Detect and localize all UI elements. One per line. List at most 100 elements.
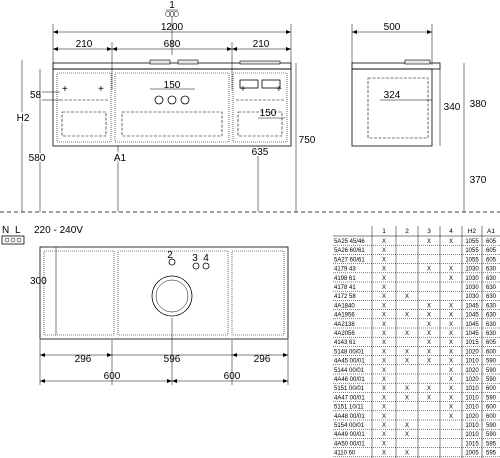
plan-mid <box>117 250 229 336</box>
dim-296-left: 296 <box>75 354 92 365</box>
basin-inner-icon <box>155 279 189 313</box>
table-cell: X <box>382 267 386 273</box>
table-cell: 1020 <box>465 414 479 420</box>
socket-icon <box>239 79 259 89</box>
dim-150-mid: 150 <box>164 80 181 91</box>
table-cell: 600 <box>486 386 497 392</box>
plan-outline <box>39 246 289 340</box>
dim-600-left: 600 <box>104 371 121 382</box>
table-header-cell: H2 <box>468 228 477 235</box>
table-cell: X <box>427 349 431 355</box>
table-cell: X <box>449 405 453 411</box>
table-cell: 5151 00/01 <box>334 386 365 392</box>
dim-324: 324 <box>384 90 401 101</box>
table-cell: X <box>382 441 386 447</box>
table-cell: 630 <box>486 313 497 319</box>
table-cell: X <box>405 423 409 429</box>
dim-58: 58 <box>30 90 42 101</box>
table-cell: 605 <box>486 239 497 245</box>
power-socket-icon <box>1 235 25 245</box>
table-cell: 4A49 00/01 <box>334 432 365 438</box>
table-cell: 1010 <box>465 405 479 411</box>
table-cell: X <box>382 405 386 411</box>
socket-icon <box>261 79 281 89</box>
table-cell: 1055 <box>465 248 479 254</box>
table-cell: X <box>449 349 453 355</box>
top-callout-group: 1 <box>165 0 179 55</box>
table-cell: X <box>405 331 409 337</box>
tap-symbol-icon <box>173 11 179 17</box>
table-cell: X <box>382 303 386 309</box>
table-cell: 1045 <box>465 322 479 328</box>
table-cell: 630 <box>486 276 497 282</box>
callout-2: 2 <box>167 250 173 261</box>
table-cell: X <box>427 239 431 245</box>
table-cell: 4A2138 <box>334 322 355 328</box>
table-cell: 1010 <box>465 359 479 365</box>
l-label: L <box>15 225 21 236</box>
table-cell: 5A27 60/61 <box>334 257 365 263</box>
side-top-piece <box>404 59 431 65</box>
table-cell: 4A1956 <box>334 313 355 319</box>
table-cell: 5151 10/11 <box>334 405 364 411</box>
dim-296-right: 296 <box>254 354 271 365</box>
side-view: 500 324 340 380 370 <box>351 22 487 212</box>
dim-210-right: 210 <box>253 39 270 50</box>
table-cell: 630 <box>486 285 497 291</box>
table-cell: 1015 <box>465 441 479 447</box>
table-cell: 1015 <box>465 340 479 346</box>
table-cell: 630 <box>486 267 497 273</box>
table-cell: X <box>427 395 431 401</box>
socket-pin-icon <box>4 237 10 243</box>
table-cell: X <box>405 313 409 319</box>
table-cell: 4179 43 <box>334 267 356 273</box>
side-drawer <box>367 77 429 139</box>
dim-210-left: 210 <box>76 39 93 50</box>
table-cell: X <box>382 257 386 263</box>
table-cell: 630 <box>486 294 497 300</box>
table-cell: X <box>449 239 453 245</box>
pipe-connection-icon <box>154 95 164 105</box>
table-cell: 1055 <box>465 257 479 263</box>
table-cell: 605 <box>486 340 497 346</box>
table-cell: X <box>405 432 409 438</box>
table-cell: 630 <box>486 331 497 337</box>
crosshair-icon: + <box>276 84 282 95</box>
table-cell: 600 <box>486 349 497 355</box>
table-header-cell: 4 <box>449 228 453 235</box>
table-cell: X <box>382 386 386 392</box>
dim-a1: A1 <box>114 153 127 164</box>
table-cell: X <box>449 340 453 346</box>
table-cell: X <box>382 322 386 328</box>
table-cell: X <box>427 386 431 392</box>
cabinet-body <box>52 68 292 147</box>
table-cell: 1030 <box>465 276 479 282</box>
connection-2-icon <box>168 258 176 266</box>
table-cell: 1045 <box>465 303 479 309</box>
table-cell: X <box>405 359 409 365</box>
plan-left <box>43 250 115 336</box>
plan-view: N L 220 - 240V 2 3 4 300 296 596 296 600… <box>1 225 289 385</box>
inner-drawer <box>121 111 223 137</box>
table-cell: 1005 <box>465 451 479 457</box>
table-cell: X <box>427 313 431 319</box>
table-cell: X <box>449 386 453 392</box>
dim-500: 500 <box>384 22 401 33</box>
dim-600-right: 600 <box>224 371 241 382</box>
table-cell: 595 <box>486 451 497 457</box>
table-cell: 4143 61 <box>334 340 356 346</box>
dim-300: 300 <box>30 276 47 287</box>
table-cell: X <box>449 322 453 328</box>
table-cell: X <box>382 395 386 401</box>
tap-symbol-icon <box>169 11 175 17</box>
dim-1200: 1200 <box>161 22 184 33</box>
